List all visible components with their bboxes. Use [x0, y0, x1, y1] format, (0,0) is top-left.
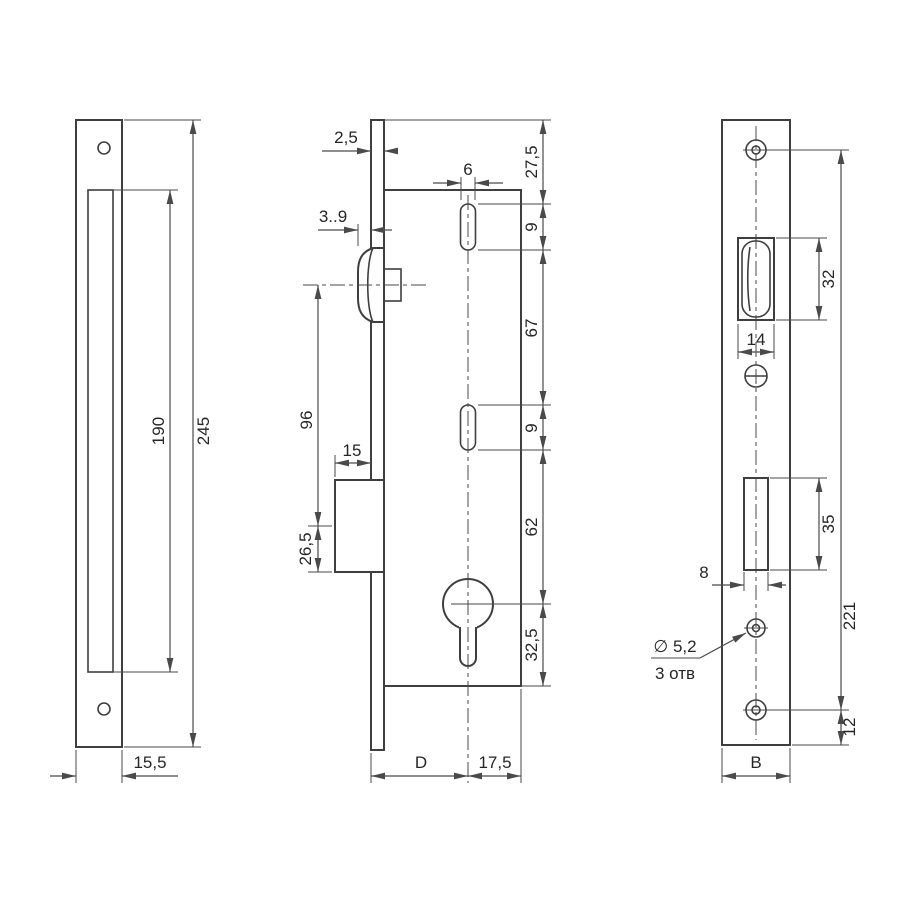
dim-221-label: 221 [840, 602, 859, 630]
dim-2-5: 2,5 [322, 128, 398, 155]
dim-27-5-label: 27,5 [522, 145, 541, 178]
dim-D-label: D [415, 753, 427, 772]
dim-245: 245 [124, 119, 213, 748]
faceplate-outline [721, 119, 791, 746]
dim-15-5: 15,5 [50, 750, 178, 783]
dim-9-mid-label: 9 [522, 423, 541, 432]
cover-plate-view: 190 245 15,5 [50, 119, 213, 783]
dim-9-top-label: 9 [522, 222, 541, 231]
dim-6: 6 [433, 160, 503, 200]
dim-15-5-label: 15,5 [133, 753, 166, 772]
dim-B-label: B [750, 753, 761, 772]
leader-line [699, 632, 747, 659]
dim-6-label: 6 [463, 160, 472, 179]
dim-2-5-label: 2,5 [334, 128, 358, 147]
dim-14-label: 14 [747, 330, 766, 349]
dim-221: 221 [837, 150, 859, 710]
latch-cutout [737, 237, 775, 321]
screw-hole-top [745, 139, 767, 161]
lock-case-outline [383, 189, 522, 687]
dim-3-9: 3..9 [318, 207, 392, 246]
dim-32-label: 32 [819, 270, 838, 289]
screw-hole-bottom [745, 699, 767, 721]
dim-12-label: 12 [840, 718, 859, 737]
dim-14: 14 [737, 324, 775, 359]
faceplate-front-view: 32 14 35 8 221 12 [651, 119, 859, 783]
dim-32: 32 [776, 237, 838, 321]
dim-26-5: 26,5 [296, 526, 332, 573]
hole-diameter-label: ∅ 5,2 [653, 637, 696, 656]
dim-15: 15 [334, 441, 371, 477]
dim-62-label: 62 [522, 518, 541, 537]
cover-plate-top-hole [97, 141, 111, 155]
dim-35-label: 35 [819, 515, 838, 534]
hole-count-label: 3 отв [655, 664, 695, 683]
cover-plate-recess [87, 189, 114, 673]
dim-8-label: 8 [699, 563, 708, 582]
dim-15-label: 15 [343, 441, 362, 460]
latch-front [741, 240, 771, 318]
dim-3-9-label: 3..9 [319, 207, 347, 226]
lock-case-view: 2,5 3..9 6 27,5 [296, 119, 551, 783]
dim-245-label: 245 [194, 417, 213, 445]
dim-96-label: 96 [297, 411, 316, 430]
dim-12: 12 [792, 710, 859, 746]
dim-B: B [721, 748, 791, 783]
hole-diameter-callout: ∅ 5,2 3 отв [651, 632, 747, 683]
cover-plate-bottom-hole [97, 702, 111, 716]
bolt-cutout [743, 477, 769, 571]
dim-67-label: 67 [522, 319, 541, 338]
faceplate-edge [370, 119, 385, 751]
latch-front-bevel [746, 246, 751, 312]
screw-hole-middle [746, 618, 766, 638]
dim-96: 96 [297, 285, 332, 527]
dim-D-17-5: D 17,5 [370, 689, 522, 783]
right-dimension-chain: 27,5 9 67 9 62 32,5 [384, 119, 551, 687]
dim-190-label: 190 [149, 417, 168, 445]
dim-8: 8 [699, 563, 786, 591]
dim-26-5-label: 26,5 [296, 532, 315, 565]
dim-17-5-label: 17,5 [478, 753, 511, 772]
dim-190: 190 [113, 189, 178, 673]
dim-35: 35 [770, 477, 838, 571]
dim-32-5-label: 32,5 [522, 628, 541, 661]
cover-plate-outline [75, 119, 123, 748]
dead-bolt [334, 479, 385, 573]
